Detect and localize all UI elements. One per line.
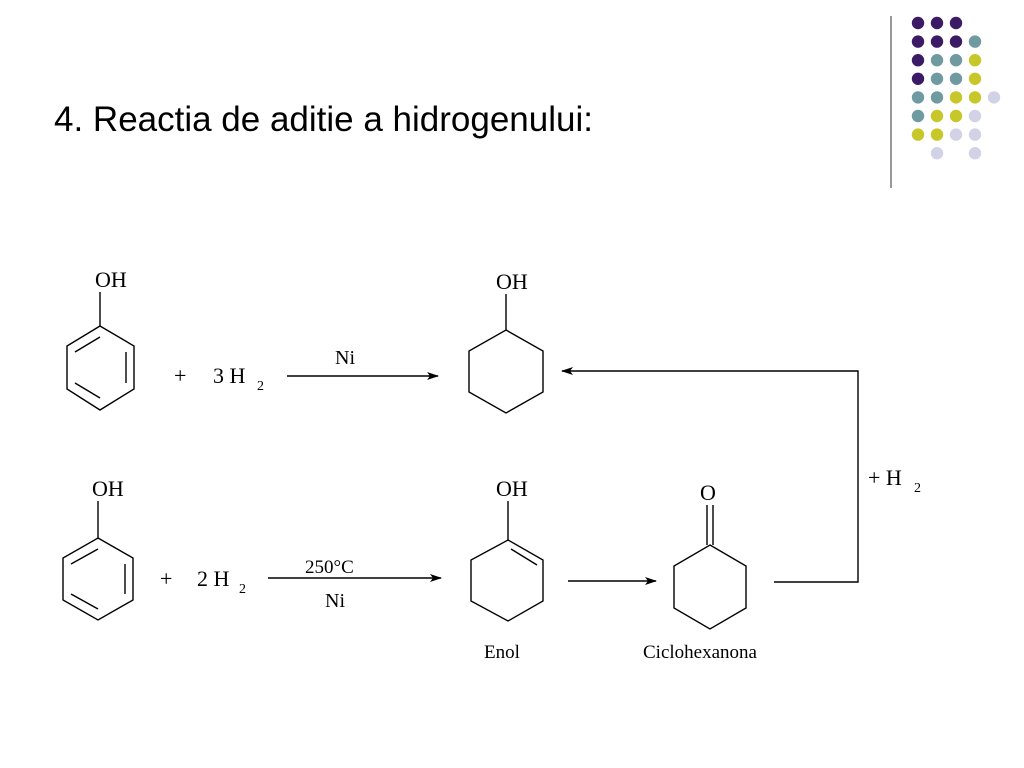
decor-dot [911,72,925,85]
phenol-2-oh: OH [92,476,124,501]
decor-dot [968,35,982,48]
cyclohexanone: O Ciclohexanona [643,480,758,663]
h2-coef-2: 2 H [197,566,230,591]
decor-dot [949,72,963,85]
decor-dots [890,16,1001,188]
cyclohexanone-label: Ciclohexanona [643,642,758,663]
decor-dot [949,35,963,48]
decor-dot [930,72,944,85]
phenol-1-oh: OH [95,267,127,292]
h2-sub-1: 2 [257,379,264,394]
decor-dot [968,91,982,104]
slide-title: 4. Reactia de aditie a hidrogenului: [54,100,593,139]
decor-dot [968,128,982,141]
decor-dot [968,109,982,123]
decor-dot [911,16,925,30]
decor-dot [987,91,1001,104]
enol: OH Enol [470,476,544,663]
decor-dot [968,147,982,160]
decor-dot [911,128,925,141]
decor-dot [949,91,963,104]
decor-dot [968,72,982,85]
dot-grid [911,16,1001,160]
decor-dot [930,16,944,30]
return-path [561,367,859,583]
decor-dot [949,54,963,67]
cyclohexanone-o: O [700,480,716,505]
phenol-2: OH [62,476,134,621]
decor-dot [930,128,944,141]
side-plus-h: + H [868,465,902,490]
catalyst-ni-2: Ni [325,590,345,612]
decor-dot [949,128,963,141]
decor-dot [930,54,944,67]
temperature-label: 250°C [305,557,354,578]
cyclohexanol: OH [468,269,544,414]
plus-1: + [174,363,186,388]
plus-2: + [160,566,172,591]
decor-dot [911,91,925,104]
decor-dot [949,109,963,123]
h2-sub-2: 2 [239,582,246,597]
decor-dot [911,109,925,123]
cyclohexanol-oh: OH [496,269,528,294]
decor-dot [930,109,944,123]
enol-oh: OH [496,476,528,501]
enol-label: Enol [484,642,520,663]
decor-dot [930,91,944,104]
decor-dot [911,35,925,48]
decor-dot [930,147,944,160]
decor-dot [949,16,963,30]
decor-dot [968,54,982,67]
side-h-sub: 2 [914,481,921,496]
h2-coef-1: 3 H [213,363,246,388]
decor-dot [930,35,944,48]
phenol-1: OH [66,267,135,411]
catalyst-ni-1: Ni [335,347,355,369]
decor-dot [911,54,925,67]
